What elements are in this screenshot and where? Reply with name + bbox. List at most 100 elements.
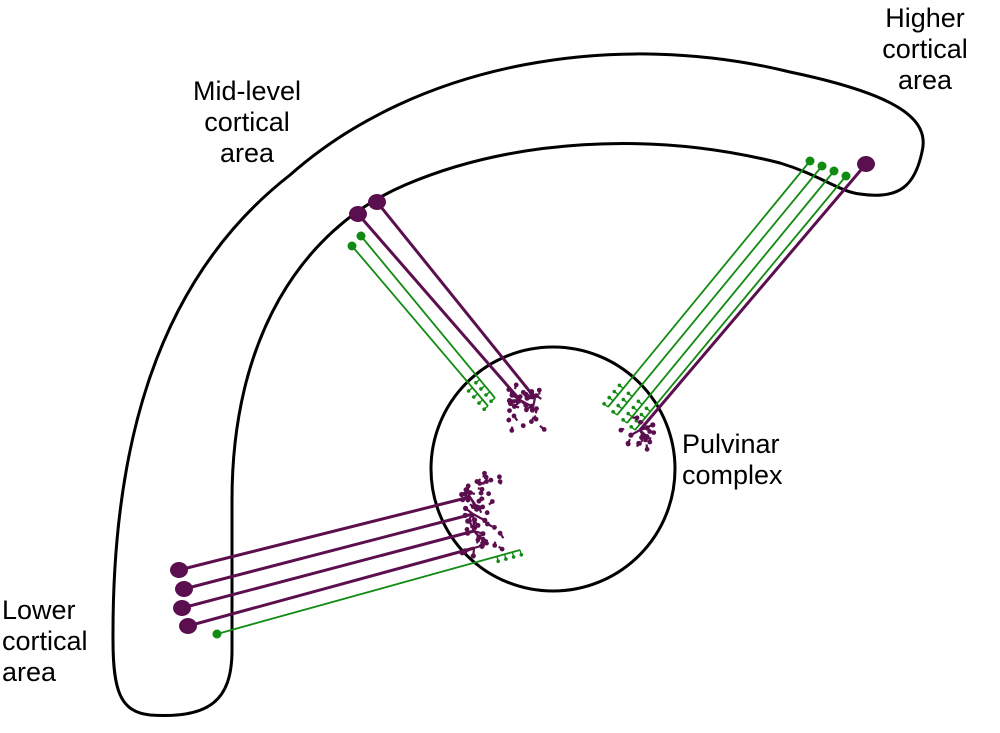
modulator-axon xyxy=(216,549,521,635)
modulator-bouton xyxy=(611,410,615,414)
terminal-field-bouton xyxy=(479,544,485,549)
driver-axon xyxy=(183,512,474,591)
modulator-soma xyxy=(212,629,222,639)
modulator-bouton xyxy=(484,393,488,397)
terminal-field-bouton xyxy=(464,527,470,532)
modulator-bouton xyxy=(616,403,620,408)
terminal-field-bouton xyxy=(524,407,529,413)
terminal-field-bouton xyxy=(484,510,490,516)
terminal-field-bouton xyxy=(484,479,489,484)
driver-terminal-arbor xyxy=(461,544,483,556)
modulator-bouton xyxy=(644,406,649,411)
modulator-bouton xyxy=(607,395,611,400)
driver-axon xyxy=(187,546,475,628)
terminal-field-bouton xyxy=(511,413,517,419)
modulator-bouton xyxy=(474,380,478,385)
terminal-field-bouton xyxy=(642,434,648,440)
driver-soma xyxy=(368,194,386,210)
terminal-field-bouton xyxy=(499,546,505,552)
modulator-bouton xyxy=(639,412,644,417)
modulator-bouton xyxy=(466,389,471,393)
terminal-field-bouton xyxy=(465,483,471,489)
terminal-field-bouton xyxy=(520,389,526,395)
terminal-field-bouton xyxy=(507,408,512,413)
driver-soma xyxy=(179,618,197,634)
modulator-bouton xyxy=(636,399,641,404)
terminal-field-bouton xyxy=(534,406,539,411)
modulator-bouton xyxy=(621,418,625,422)
modulator-soma xyxy=(356,231,366,241)
modulator-bouton xyxy=(511,555,516,559)
terminal-field-bouton xyxy=(472,525,478,531)
terminal-field-bouton xyxy=(479,486,485,492)
modulator-soma xyxy=(841,171,851,181)
modulator-bouton xyxy=(626,391,631,396)
driver-axon xyxy=(375,201,537,399)
pulvinar-complex-label: Pulvinar complex xyxy=(682,429,783,490)
modulator-bouton xyxy=(602,402,606,406)
terminal-field-bouton xyxy=(478,490,484,496)
terminal-field-bouton xyxy=(492,525,497,530)
modulator-bouton xyxy=(482,407,487,412)
modulator-soma xyxy=(805,156,815,166)
modulator-soma xyxy=(347,241,357,251)
terminal-field-bouton xyxy=(486,491,491,497)
driver-axon xyxy=(181,529,475,610)
modulator-bouton xyxy=(477,401,481,405)
driver-terminal-arbor xyxy=(630,423,654,438)
terminal-field-bouton xyxy=(468,490,473,495)
modulator-bouton xyxy=(626,411,630,416)
driver-soma xyxy=(349,206,367,222)
terminal-field-bouton xyxy=(488,477,494,483)
modulator-soma xyxy=(817,161,827,171)
terminal-field-bouton xyxy=(482,470,487,476)
modulator-bouton xyxy=(504,557,508,561)
terminal-field-bouton xyxy=(541,427,547,432)
terminal-field-bouton xyxy=(497,479,503,484)
terminal-field-bouton xyxy=(477,481,483,486)
terminal-field-bouton xyxy=(636,440,641,446)
modulator-axon xyxy=(626,170,835,424)
driver-axon xyxy=(356,213,522,401)
modulator-bouton xyxy=(472,395,476,399)
terminal-field-bouton xyxy=(533,416,539,422)
terminal-field-bouton xyxy=(513,382,519,388)
terminal-field-bouton xyxy=(489,499,495,504)
terminal-field-bouton xyxy=(517,394,523,399)
modulator-axon xyxy=(634,175,847,431)
driver-terminal-arbor xyxy=(509,394,533,408)
driver-soma xyxy=(175,581,193,597)
terminal-field-bouton xyxy=(470,504,476,510)
terminal-field-bouton xyxy=(479,496,485,502)
driver-soma xyxy=(170,562,188,578)
terminal-field-bouton xyxy=(536,387,542,393)
terminal-field-bouton xyxy=(465,497,471,503)
modulator-bouton xyxy=(479,387,483,391)
terminal-field-bouton xyxy=(647,439,653,445)
terminal-field-bouton xyxy=(534,393,539,398)
modulator-axon xyxy=(616,165,823,416)
modulator-axon xyxy=(360,235,496,399)
terminal-field-bouton xyxy=(618,427,624,433)
terminal-field-bouton xyxy=(477,505,482,511)
terminal-field-bouton xyxy=(507,399,513,405)
pulvinar-complex-outline xyxy=(429,345,677,593)
modulator-axon xyxy=(607,160,811,408)
terminal-field-bouton xyxy=(515,399,521,404)
terminal-field-bouton xyxy=(483,540,489,546)
driver-soma xyxy=(173,600,191,616)
modulator-bouton xyxy=(519,553,524,557)
terminal-field-bouton xyxy=(634,415,640,421)
modulator-bouton xyxy=(612,389,617,394)
terminal-field-bouton xyxy=(651,430,657,435)
terminal-field-bouton xyxy=(483,474,489,480)
terminal-field-bouton xyxy=(492,543,498,548)
terminal-field-bouton xyxy=(485,521,490,527)
terminal-field-bouton xyxy=(497,530,503,536)
modulator-bouton xyxy=(621,397,626,402)
terminal-field-bouton xyxy=(647,429,652,434)
terminal-field-bouton xyxy=(529,419,534,424)
driver-axon xyxy=(638,163,868,431)
cortical-sheet-outline xyxy=(111,52,925,718)
modulator-soma xyxy=(829,166,839,176)
